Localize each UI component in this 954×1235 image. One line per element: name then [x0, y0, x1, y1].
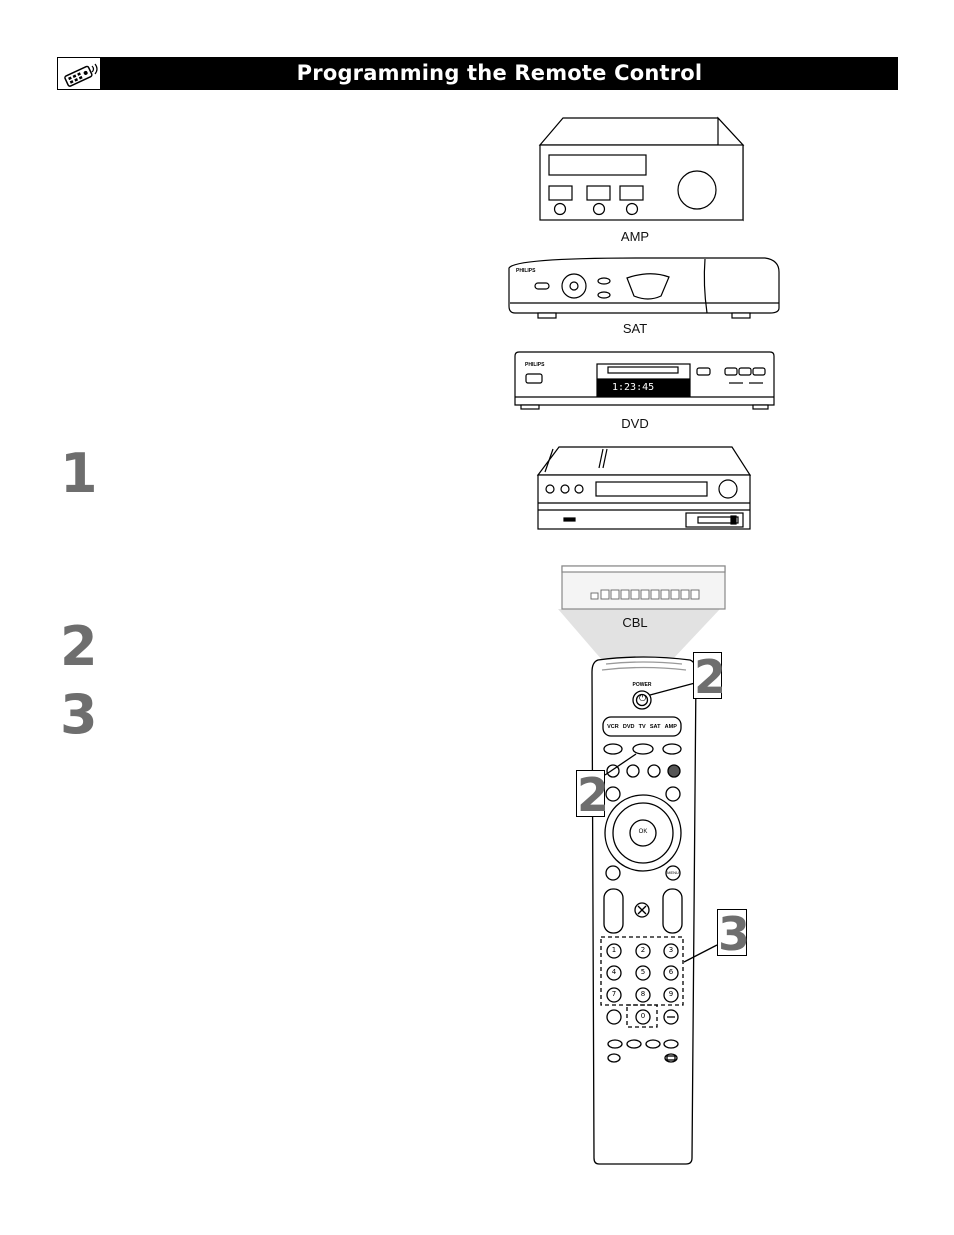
- source-button-vcr: VCR: [607, 724, 619, 730]
- remote-control-illustration: [591, 656, 697, 1165]
- callout-keypad-step: 3: [717, 907, 751, 961]
- source-button-dvd: DVD: [622, 724, 635, 730]
- keypad-digit: 1: [611, 946, 617, 954]
- source-selector: VCR DVD TV SAT AMP: [605, 721, 679, 733]
- cbl-label: CBL: [622, 615, 648, 630]
- callout-source-step: 2: [576, 768, 610, 822]
- keypad-digit: 0: [640, 1012, 646, 1020]
- source-button-sat: SAT: [649, 724, 661, 730]
- callout-leaders: [604, 682, 718, 963]
- sat-brand-label: PHILIPS: [516, 268, 536, 274]
- keypad-digit: 5: [640, 968, 646, 976]
- menu-button-label: MENU: [667, 870, 679, 875]
- cbl-device-illustration: [561, 565, 726, 610]
- dvd-label: DVD: [621, 416, 649, 431]
- amp-device-illustration: [538, 116, 745, 222]
- step-number-3: 3: [60, 683, 98, 746]
- source-button-tv: TV: [638, 724, 646, 730]
- keypad-digit: 7: [611, 990, 617, 998]
- page-title: Programming the Remote Control: [296, 61, 703, 85]
- sat-device-illustration: [508, 257, 780, 319]
- sat-label: SAT: [622, 321, 648, 336]
- keypad-digit: 3: [668, 946, 674, 954]
- keypad-digit: 9: [668, 990, 674, 998]
- source-button-amp: AMP: [664, 724, 677, 730]
- section-header: Programming the Remote Control: [57, 57, 898, 90]
- dvd-time-display: 1:23:45: [612, 382, 655, 393]
- dvd-brand-label: PHILIPS: [525, 362, 545, 368]
- keypad-digit: 6: [668, 968, 674, 976]
- step-number-1: 1: [60, 442, 98, 505]
- power-icon: ⏻: [638, 694, 647, 704]
- callout-power-step: 2: [693, 650, 727, 704]
- ok-button-label: OK: [638, 829, 648, 835]
- dvd-device-illustration: [514, 351, 775, 410]
- keypad-digit: 8: [640, 990, 646, 998]
- infrared-beam: [558, 609, 720, 660]
- vcr-device-illustration: [536, 446, 752, 530]
- power-button-label: POWER: [632, 682, 652, 688]
- keypad-digit: 2: [640, 946, 646, 954]
- amp-label: AMP: [620, 229, 650, 244]
- remote-control-icon: [57, 57, 101, 90]
- keypad-digit: 4: [611, 968, 617, 976]
- step-number-2: 2: [60, 615, 98, 678]
